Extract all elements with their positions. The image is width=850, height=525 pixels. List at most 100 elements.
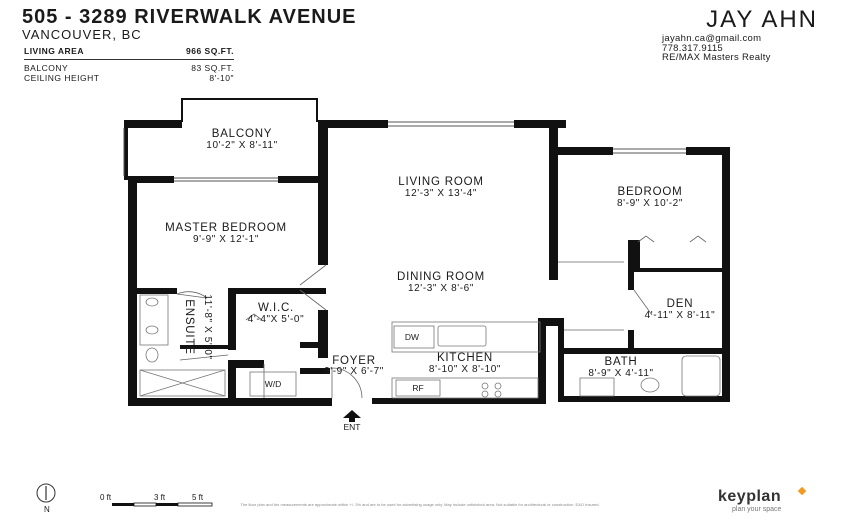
wall — [558, 396, 730, 402]
stove-burner — [494, 390, 502, 398]
entry-arrow-icon — [343, 410, 361, 418]
door-arc — [176, 291, 208, 299]
bathtub — [681, 355, 721, 397]
agent-email[interactable]: jayahn.ca@gmail.com — [662, 33, 762, 44]
scale-bar-segment — [156, 503, 178, 506]
agent-firm: RE/MAX Masters Realty — [662, 52, 771, 63]
wall — [722, 147, 730, 400]
stat-ceiling-height: CEILING HEIGHT 8'-10" — [24, 73, 234, 83]
wall — [228, 288, 326, 294]
room-dims-wic: 4'-4"X 5'-0" — [248, 314, 304, 325]
room-dims-foyer: 3'-9" X 6'-7" — [324, 366, 384, 377]
stove-burner — [481, 382, 489, 390]
wall — [318, 120, 388, 128]
vanity-sink — [145, 297, 159, 307]
wall — [137, 288, 177, 294]
room-name-bath: BATH — [604, 356, 637, 368]
wall — [300, 368, 330, 374]
bath-vanity — [579, 377, 615, 397]
wall — [278, 176, 326, 183]
wall — [124, 120, 182, 128]
balcony-rail — [181, 98, 183, 122]
shower — [139, 369, 226, 397]
closet-door — [689, 235, 707, 243]
stove-burner — [494, 382, 502, 390]
room-dims-den: 4'-11" X 8'-11" — [645, 310, 716, 321]
wall — [128, 180, 137, 406]
room-name-dining: DINING ROOM — [397, 271, 485, 283]
stat-label: BALCONY — [24, 63, 69, 73]
wall — [538, 318, 560, 326]
door-swing — [299, 264, 327, 286]
wall — [538, 318, 546, 402]
property-city: VANCOUVER, BC — [22, 27, 142, 42]
wall — [318, 310, 328, 358]
label-refrigerator: RF — [412, 383, 423, 393]
keyplan-tagline: plan your space — [732, 506, 782, 513]
bath-toilet — [640, 377, 660, 393]
closet-door — [637, 235, 655, 243]
stat-balcony: BALCONY 83 SQ.FT. — [24, 63, 234, 73]
wall — [228, 360, 264, 368]
wall — [514, 120, 566, 128]
keyplan-logo: keyplan — [718, 488, 782, 505]
stat-value: 966 SQ.FT. — [186, 46, 234, 56]
vanity-sink — [145, 325, 159, 335]
room-dims-balcony: 10'-2" X 8'-11" — [206, 140, 277, 151]
wall — [628, 240, 640, 268]
wall — [300, 342, 328, 348]
wall — [560, 348, 730, 354]
wall — [686, 147, 730, 155]
kitchen-counter — [391, 321, 541, 353]
doors — [176, 235, 707, 399]
scale-label: 3 ft — [154, 493, 166, 502]
vanity — [139, 294, 169, 346]
wall — [628, 268, 728, 272]
stat-label: LIVING AREA — [24, 46, 84, 56]
walls — [124, 98, 730, 406]
door-swing — [176, 293, 208, 299]
property-address: 505 - 3289 RIVERWALK AVENUE — [22, 6, 357, 28]
shower-cross — [139, 369, 226, 397]
room-name-ensuite: ENSUITE — [183, 299, 195, 354]
scale-bar-segment — [112, 503, 134, 506]
room-name-wic: W.I.C. — [258, 302, 294, 314]
room-name-master: MASTER BEDROOM — [165, 222, 287, 234]
washer-dryer — [249, 371, 297, 397]
room-dims-ensuite: 11'-8" X 5'-0" — [202, 294, 213, 359]
scale-bar-segment — [177, 502, 213, 507]
wall — [558, 318, 564, 402]
door-swing — [179, 354, 229, 361]
room-name-bedroom: BEDROOM — [617, 186, 682, 198]
closet-door — [245, 313, 263, 321]
room-dims-kitchen: 8'-10" X 8'-10" — [429, 364, 501, 375]
room-dims-master: 9'-9" X 12'-1" — [193, 234, 259, 245]
stove-burner — [481, 390, 489, 398]
north-label: N — [44, 505, 50, 514]
door-swing — [299, 289, 327, 311]
north-arrow-icon — [36, 483, 56, 503]
wall — [558, 147, 613, 155]
balcony-rail — [181, 98, 318, 100]
agent-phone[interactable]: 778.317.9115 — [662, 43, 724, 54]
room-dims-bath: 8'-9" X 4'-11" — [588, 368, 653, 379]
entry-arrow-stem — [349, 418, 355, 422]
room-dims-living: 12'-3" X 13'-4" — [405, 188, 477, 199]
stat-value: 83 SQ.FT. — [191, 63, 234, 73]
fixtures — [139, 294, 721, 399]
wall — [628, 330, 634, 352]
wall — [549, 120, 558, 280]
scale-bar-segment — [133, 502, 157, 507]
entry-door — [331, 367, 363, 399]
door-swing — [633, 289, 653, 316]
wall — [628, 268, 634, 290]
wall — [228, 360, 236, 400]
stat-value: 8'-10" — [209, 73, 234, 83]
disclaimer: The floor plan and the measurements are … — [240, 502, 600, 507]
stats-divider — [24, 59, 234, 60]
wall — [228, 288, 236, 350]
room-name-den: DEN — [667, 298, 694, 310]
label-washer-dryer: W/D — [265, 379, 282, 389]
dishwasher — [393, 325, 435, 349]
